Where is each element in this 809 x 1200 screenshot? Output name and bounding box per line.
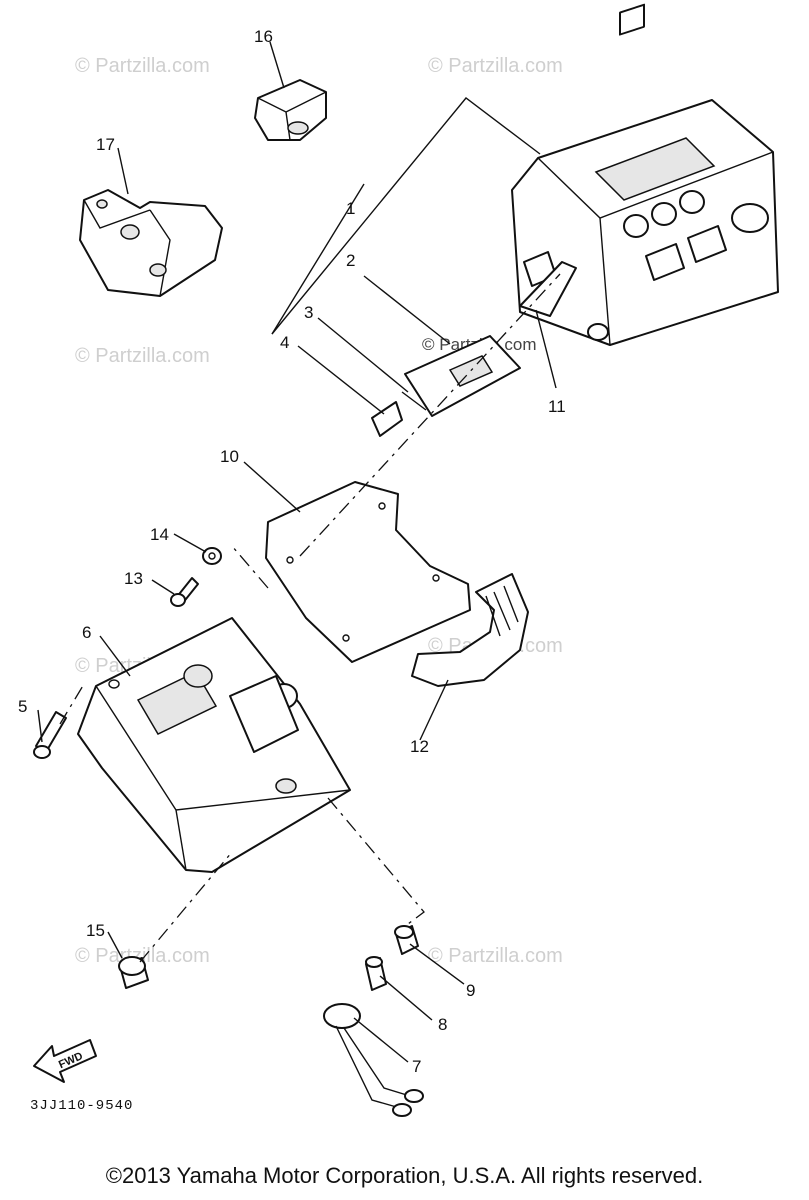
callout-9: 9 — [466, 981, 475, 1000]
callouts: 1 2 3 4 5 6 7 8 9 10 11 12 13 14 15 16 1… — [18, 27, 566, 1076]
diagram-code: 3JJ110-9540 — [30, 1098, 134, 1114]
callout-13: 13 — [124, 569, 143, 588]
callout-14: 14 — [150, 525, 169, 544]
part-10-circuit-board — [265, 481, 471, 663]
copyright-notice: ©2013 Yamaha Motor Corporation, U.S.A. A… — [105, 1163, 704, 1188]
watermark: © Partzilla.com — [75, 345, 210, 367]
part-15-grommet — [118, 956, 149, 989]
callout-7: 7 — [412, 1057, 421, 1076]
part-5-screw — [33, 711, 67, 759]
forward-arrow-icon: FWD — [33, 1039, 97, 1083]
part-8-bulb — [365, 956, 387, 991]
part-11-stay — [519, 261, 577, 317]
part-2-display-board — [371, 335, 521, 437]
watermark: © Partzilla.com — [75, 55, 210, 77]
callout-1: 1 — [346, 199, 355, 218]
callout-6: 6 — [82, 623, 91, 642]
callout-12: 12 — [410, 737, 429, 756]
part-9-grommet — [394, 925, 419, 955]
part-17-bracket — [79, 189, 223, 297]
leader-lines — [37, 41, 561, 1063]
part-13-screw — [170, 577, 199, 607]
callout-4: 4 — [280, 333, 289, 352]
part-12-flat-cable — [411, 573, 529, 687]
part-6-meter-case — [77, 617, 351, 873]
callout-8: 8 — [438, 1015, 447, 1034]
watermark: © Partzilla.com — [428, 945, 563, 967]
callout-2: 2 — [346, 251, 355, 270]
watermark: © Partzilla.com — [75, 945, 210, 967]
callout-15: 15 — [86, 921, 105, 940]
callout-10: 10 — [220, 447, 239, 466]
callout-16: 16 — [254, 27, 273, 46]
callout-3: 3 — [304, 303, 313, 322]
part-1-meter-assembly — [511, 3, 779, 346]
watermark: © Partzilla.com — [428, 55, 563, 77]
callout-11: 11 — [548, 397, 566, 416]
callout-17: 17 — [96, 135, 115, 154]
part-16-knob — [254, 79, 327, 141]
callout-5: 5 — [18, 697, 27, 716]
part-14-nut — [202, 547, 222, 565]
part-7-socket-cord — [323, 1003, 424, 1117]
